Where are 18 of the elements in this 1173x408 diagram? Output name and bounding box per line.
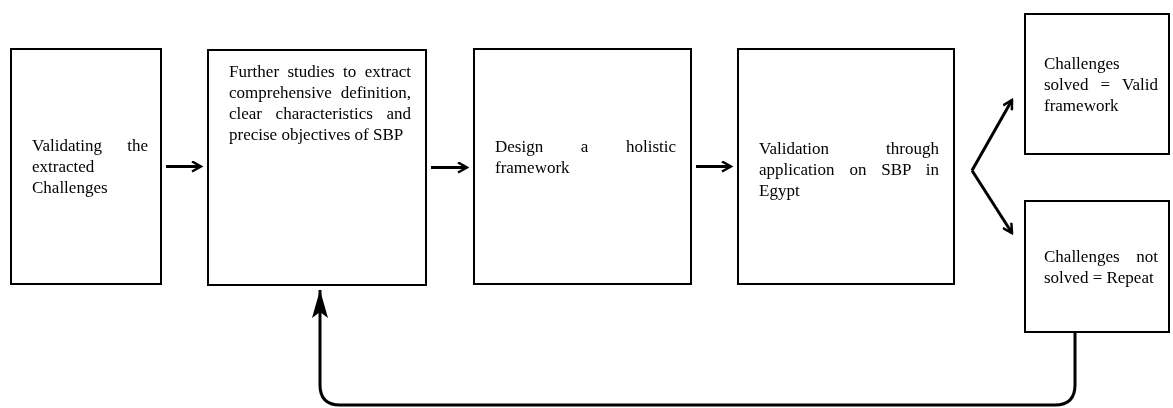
process-box bbox=[10, 48, 162, 285]
process-box bbox=[1024, 200, 1170, 333]
box-text: Further studies to extract comprehensive definition, clear characteristics and precise objectives of SBP bbox=[229, 61, 411, 145]
process-box bbox=[1024, 13, 1170, 155]
arrow bbox=[970, 98, 1014, 172]
arrow bbox=[431, 161, 469, 174]
arrow bbox=[696, 160, 733, 173]
box-text: Validation through application on SBP in Egypt bbox=[759, 138, 939, 201]
process-box bbox=[737, 48, 955, 285]
arrow bbox=[970, 169, 1014, 235]
box-text: Design a holistic framework bbox=[495, 136, 676, 178]
arrow bbox=[166, 160, 203, 173]
box-text: Challenges solved = Valid framework bbox=[1044, 52, 1158, 116]
arrow bbox=[312, 290, 1077, 407]
process-box bbox=[207, 49, 427, 286]
box-text: Validating the extracted Challenges bbox=[32, 135, 148, 198]
process-box bbox=[473, 48, 692, 285]
box-text: Challenges not solved = Repeat bbox=[1044, 245, 1158, 288]
